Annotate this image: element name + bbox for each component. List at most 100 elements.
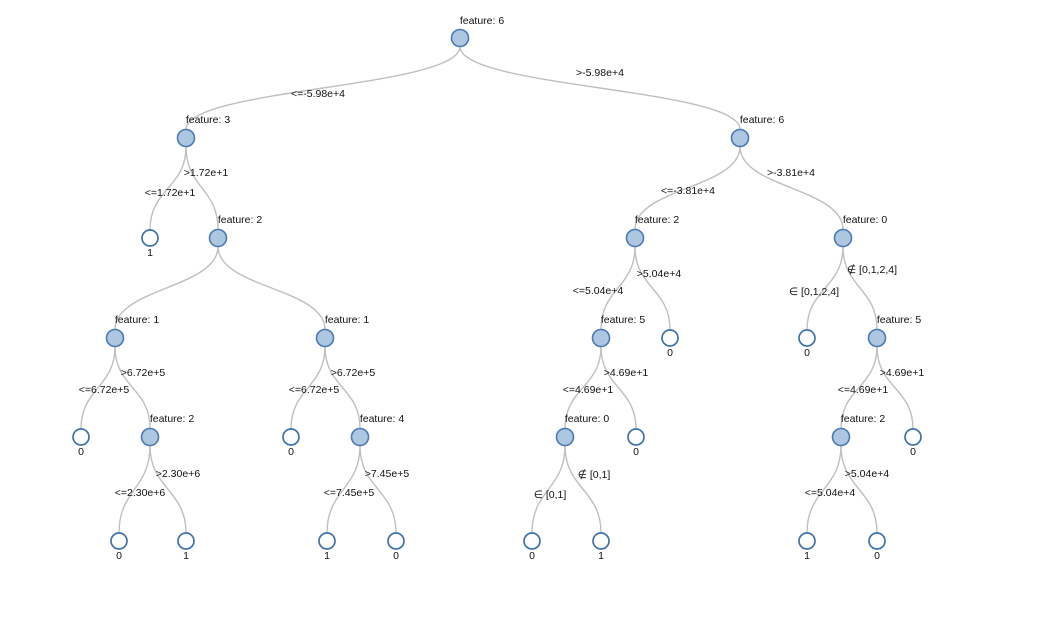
tree-edge: [840, 346, 878, 429]
tree-internal-node[interactable]: feature: 4: [350, 413, 405, 447]
leaf-circle-icon[interactable]: [110, 532, 128, 550]
tree-edge: [359, 445, 397, 534]
tree-internal-node[interactable]: feature: 5: [867, 314, 922, 348]
tree-leaf-node[interactable]: 1: [592, 532, 610, 562]
tree-leaf-node[interactable]: 0: [627, 428, 645, 458]
edge-condition-label: >-3.81e+4: [767, 167, 815, 179]
tree-leaf-node[interactable]: 0: [282, 428, 300, 458]
leaf-circle-icon[interactable]: [318, 532, 336, 550]
edge-condition-label: >4.69e+1: [880, 367, 925, 379]
leaf-circle-icon[interactable]: [523, 532, 541, 550]
tree-leaf-node[interactable]: 1: [798, 532, 816, 562]
node-circle-icon[interactable]: [833, 228, 853, 248]
tree-edge: [185, 46, 461, 130]
tree-edge: [876, 346, 914, 430]
leaf-circle-icon[interactable]: [868, 532, 886, 550]
tree-internal-node[interactable]: feature: 2: [831, 413, 886, 447]
leaf-circle-icon[interactable]: [661, 329, 679, 347]
leaf-circle-icon[interactable]: [904, 428, 922, 446]
leaf-circle-icon[interactable]: [72, 428, 90, 446]
edge-label-layer: <=-5.98e+4>-5.98e+4<=1.72e+1>1.72e+1<=-3…: [79, 67, 925, 501]
tree-edge: [149, 445, 187, 534]
tree-internal-node[interactable]: feature: 6: [450, 15, 505, 48]
tree-leaf-node[interactable]: 0: [798, 329, 816, 359]
tree-edge: [326, 445, 361, 534]
edge-condition-label: ∈ [0,1]: [534, 489, 567, 501]
tree-leaf-node[interactable]: 1: [141, 229, 159, 259]
leaf-circle-icon[interactable]: [177, 532, 195, 550]
node-circle-icon[interactable]: [208, 228, 228, 248]
tree-internal-node[interactable]: feature: 0: [833, 214, 888, 248]
node-feature-label: feature: 1: [115, 314, 160, 326]
node-circle-icon[interactable]: [625, 228, 645, 248]
tree-internal-node[interactable]: feature: 5: [591, 314, 646, 348]
leaf-circle-icon[interactable]: [282, 428, 300, 446]
node-circle-icon[interactable]: [591, 328, 611, 348]
leaf-class-label: 1: [183, 550, 189, 562]
node-circle-icon[interactable]: [450, 28, 470, 48]
tree-internal-node[interactable]: feature: 1: [315, 314, 370, 348]
tree-internal-node[interactable]: feature: 6: [730, 114, 785, 148]
tree-internal-node[interactable]: feature: 2: [208, 214, 263, 248]
tree-edge: [564, 346, 602, 429]
node-circle-icon[interactable]: [555, 427, 575, 447]
edge-condition-label: ∉ [0,1]: [578, 468, 611, 481]
node-feature-label: feature: 1: [325, 314, 370, 326]
leaf-circle-icon[interactable]: [592, 532, 610, 550]
edge-condition-label: ∈ [0,1,2,4]: [789, 286, 839, 298]
node-feature-label: feature: 5: [601, 314, 646, 326]
tree-leaf-node[interactable]: 1: [177, 532, 195, 562]
leaf-circle-icon[interactable]: [798, 329, 816, 347]
node-circle-icon[interactable]: [350, 427, 370, 447]
tree-leaf-node[interactable]: 1: [318, 532, 336, 562]
node-circle-icon[interactable]: [831, 427, 851, 447]
leaf-class-label: 0: [633, 446, 639, 458]
node-circle-icon[interactable]: [140, 427, 160, 447]
leaf-class-label: 0: [288, 446, 294, 458]
edge-condition-label: <=6.72e+5: [289, 384, 340, 396]
node-feature-label: feature: 0: [565, 413, 610, 425]
node-feature-label: feature: 2: [218, 214, 263, 226]
leaf-class-label: 0: [910, 446, 916, 458]
node-circle-icon[interactable]: [867, 328, 887, 348]
edge-condition-label: >-5.98e+4: [576, 67, 624, 79]
node-feature-label: feature: 0: [843, 214, 888, 226]
node-circle-icon[interactable]: [730, 128, 750, 148]
node-circle-icon[interactable]: [315, 328, 335, 348]
tree-leaf-node[interactable]: 0: [72, 428, 90, 458]
node-feature-label: feature: 3: [186, 114, 231, 126]
edge-condition-label: ∉ [0,1,2,4]: [847, 263, 897, 276]
tree-edge: [564, 445, 602, 534]
node-circle-icon[interactable]: [105, 328, 125, 348]
edge-condition-label: <=7.45e+5: [324, 487, 375, 499]
leaf-class-label: 1: [598, 550, 604, 562]
tree-internal-node[interactable]: feature: 1: [105, 314, 160, 348]
tree-leaf-node[interactable]: 0: [523, 532, 541, 562]
tree-edge: [806, 246, 844, 331]
tree-leaf-node[interactable]: 0: [110, 532, 128, 562]
leaf-class-label: 1: [324, 550, 330, 562]
tree-edge: [114, 246, 219, 330]
leaf-circle-icon[interactable]: [798, 532, 816, 550]
tree-leaf-node[interactable]: 0: [904, 428, 922, 458]
tree-leaf-node[interactable]: 0: [387, 532, 405, 562]
tree-leaf-node[interactable]: 0: [661, 329, 679, 359]
tree-internal-node[interactable]: feature: 2: [625, 214, 680, 248]
leaf-class-label: 0: [804, 347, 810, 359]
edge-condition-label: <=5.04e+4: [805, 487, 856, 499]
leaf-circle-icon[interactable]: [627, 428, 645, 446]
leaf-class-label: 0: [529, 550, 535, 562]
node-feature-label: feature: 5: [877, 314, 922, 326]
tree-edge: [114, 346, 151, 429]
tree-edge: [634, 146, 741, 230]
tree-internal-node[interactable]: feature: 3: [176, 114, 231, 148]
tree-internal-node[interactable]: feature: 0: [555, 413, 610, 447]
tree-edge: [600, 246, 636, 330]
tree-internal-node[interactable]: feature: 2: [140, 413, 195, 447]
leaf-class-label: 1: [147, 247, 153, 259]
node-circle-icon[interactable]: [176, 128, 196, 148]
tree-leaf-node[interactable]: 0: [868, 532, 886, 562]
leaf-circle-icon[interactable]: [141, 229, 159, 247]
leaf-circle-icon[interactable]: [387, 532, 405, 550]
